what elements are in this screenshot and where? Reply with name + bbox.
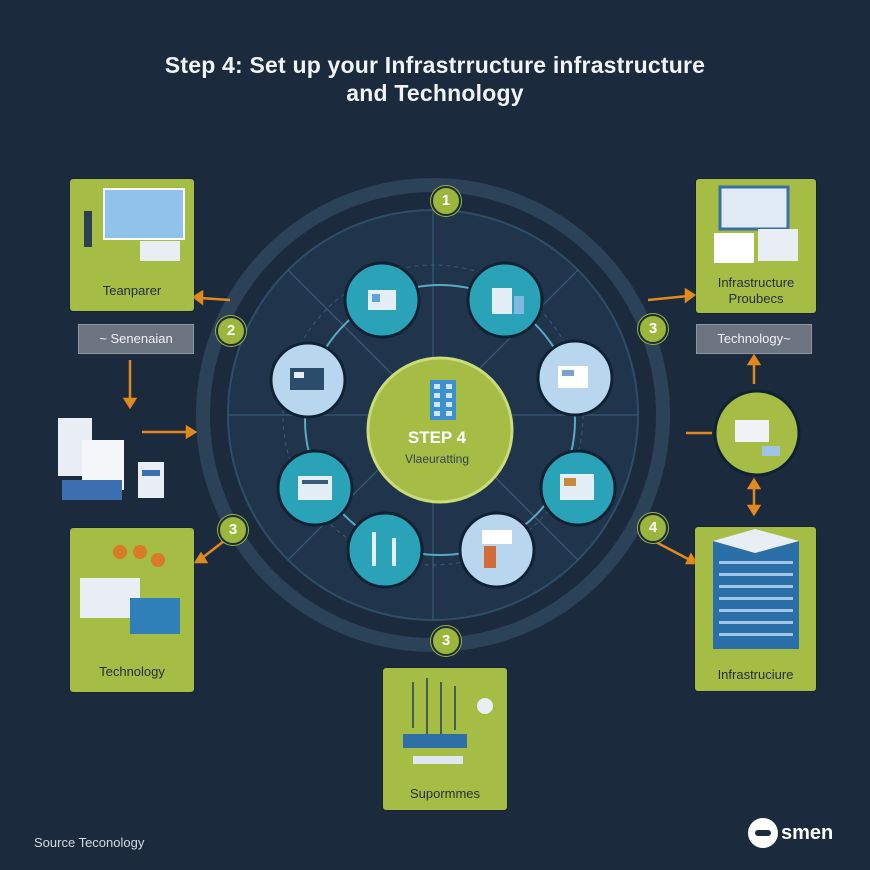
- server-rack-illustration: [713, 529, 799, 649]
- card-top-left: Teanparer: [70, 179, 194, 311]
- node-left-upper: [269, 341, 347, 419]
- node-top-right: [466, 261, 544, 339]
- card-top-right: Infrastructure Proubecs: [696, 179, 816, 313]
- node-right-upper: [536, 339, 614, 417]
- step-marker-right-upper: 3: [638, 314, 668, 344]
- card-top-left-caption: Teanparer: [102, 283, 162, 298]
- circuit-illustration: [403, 678, 493, 764]
- title-line-1: Step 4: Set up your Infrastrructure infr…: [164, 52, 706, 78]
- card-bottom-right-caption: Infrastruciure: [717, 667, 794, 682]
- source-caption: Source Teconology: [34, 835, 145, 850]
- logo-icon: [748, 818, 778, 848]
- node-bottom-right: [458, 511, 536, 589]
- center-step-label: STEP 4: [407, 428, 467, 447]
- card-top-right-caption-1: Infrastructure: [717, 275, 795, 290]
- card-top-right-caption-2: Proubecs: [728, 291, 784, 306]
- card-bottom-left: Technology: [70, 528, 194, 692]
- card-bottom-right: Infrastruciure: [695, 527, 816, 691]
- node-ring: [304, 284, 576, 556]
- node-right-lower: [539, 449, 617, 527]
- step-marker-bottom: 3: [431, 626, 461, 656]
- node-right-satellite: [713, 389, 801, 477]
- card-bottom-center: Supormmes: [383, 668, 507, 810]
- node-top-left: [343, 261, 421, 339]
- center-hub: [366, 356, 514, 504]
- tag-left: ~ Senenaian: [78, 324, 194, 354]
- technology-illustration: [80, 545, 180, 634]
- node-left-lower: [276, 449, 354, 527]
- logo-wordmark: smen: [781, 821, 834, 844]
- card-bottom-center-caption: Supormmes: [409, 786, 481, 801]
- step-marker-right-lower: 4: [638, 513, 668, 543]
- center-step-sublabel: Vlaeuratting: [404, 452, 470, 466]
- brand-logo: smen: [748, 818, 833, 848]
- building-icon: [430, 380, 456, 420]
- title-line-2: and Technology: [346, 80, 524, 106]
- arrows: [122, 287, 762, 565]
- step-marker-left-upper: 2: [216, 316, 246, 346]
- computers-illustration: [714, 185, 798, 263]
- card-bottom-left-caption: Technology: [99, 664, 165, 679]
- step-marker-top: 1: [431, 186, 461, 216]
- step-marker-left-lower: 3: [218, 515, 248, 545]
- presenter-illustration: [84, 188, 185, 261]
- tag-right: Technology~: [696, 324, 812, 354]
- server-device-illustration: [58, 418, 164, 500]
- node-bottom-left: [346, 511, 424, 589]
